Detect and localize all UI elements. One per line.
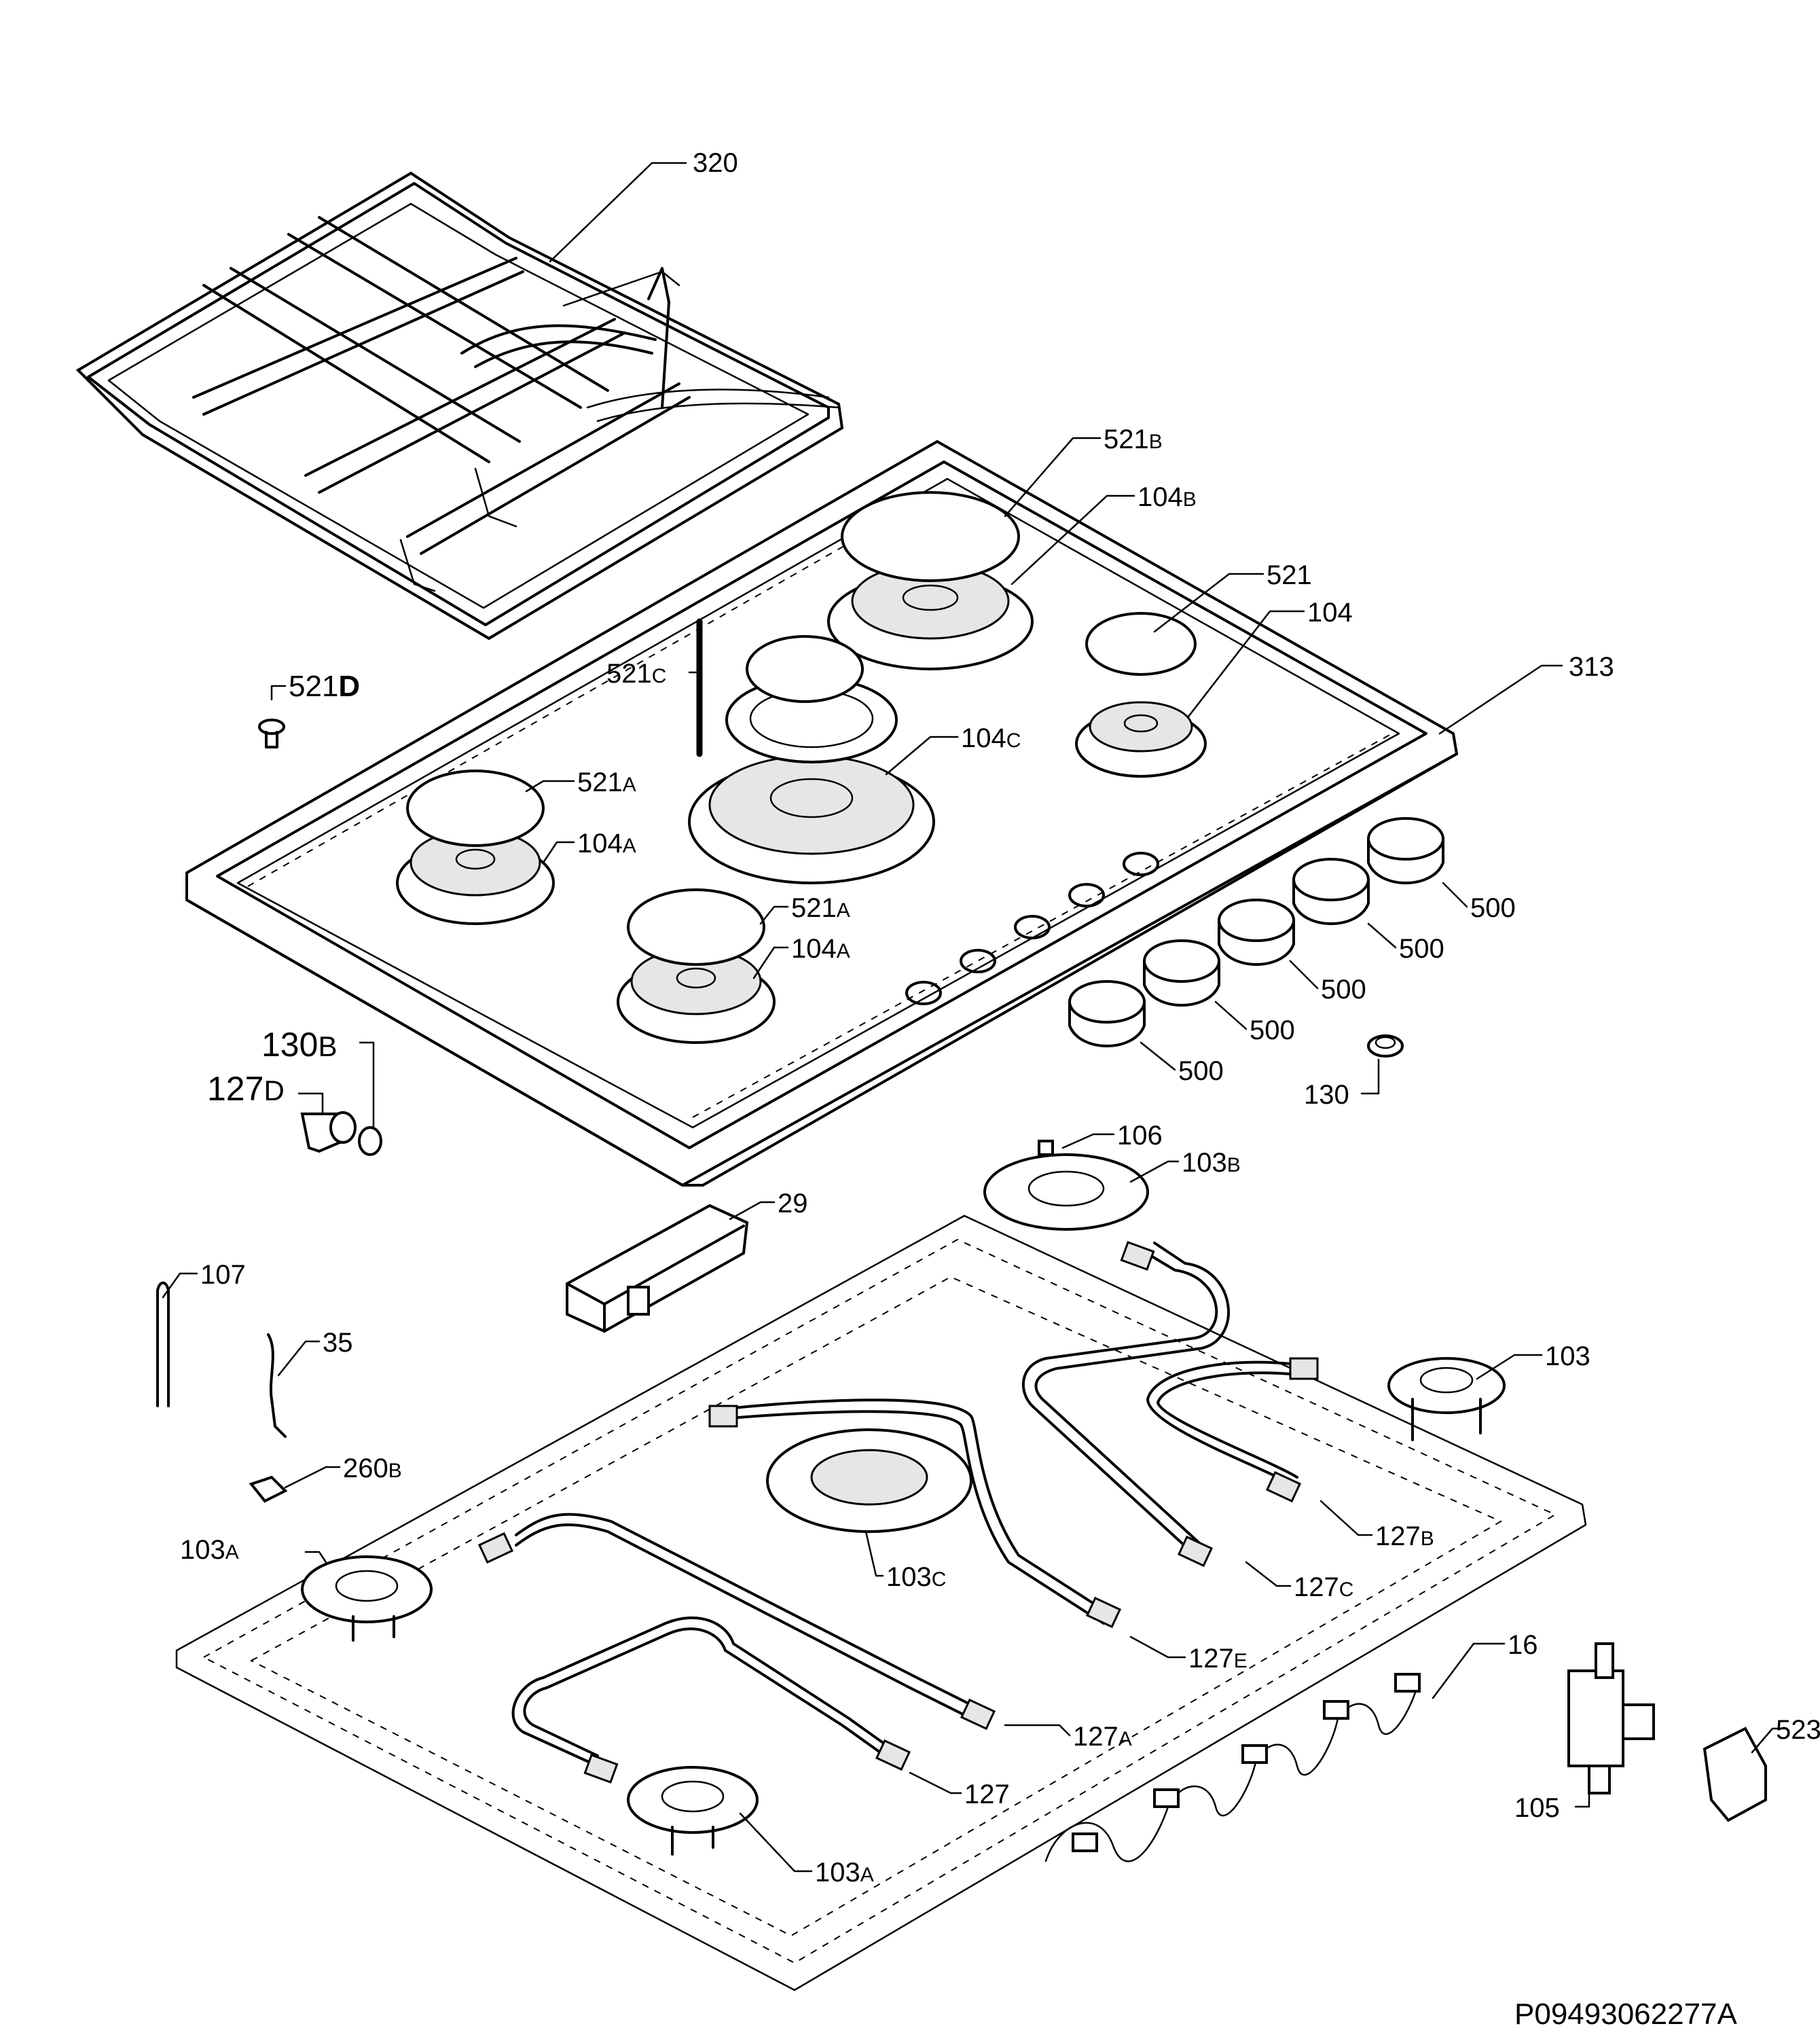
- svg-text:500: 500: [1321, 975, 1366, 1005]
- svg-text:104B: 104B: [1138, 482, 1197, 512]
- thermocouple-107: [156, 1281, 170, 1407]
- svg-text:103C: 103C: [886, 1562, 946, 1592]
- burner-base-103c: [766, 1428, 972, 1533]
- svg-text:127D: 127D: [207, 1070, 285, 1108]
- svg-text:35: 35: [323, 1328, 353, 1358]
- svg-text:521D: 521D: [289, 670, 360, 703]
- svg-text:104: 104: [1307, 598, 1353, 628]
- svg-text:103A: 103A: [180, 1535, 239, 1565]
- svg-text:29: 29: [778, 1189, 808, 1218]
- svg-text:500: 500: [1470, 893, 1516, 923]
- clip-260b: [249, 1475, 288, 1503]
- svg-text:130B: 130B: [261, 1026, 337, 1064]
- svg-text:260B: 260B: [343, 1453, 402, 1483]
- burner-base-103b: [983, 1140, 1149, 1231]
- burner-front-medium: [617, 888, 776, 1044]
- svg-text:521C: 521C: [606, 659, 666, 689]
- electrode-35: [267, 1333, 287, 1438]
- svg-text:106: 106: [1117, 1121, 1163, 1151]
- svg-text:127B: 127B: [1375, 1521, 1434, 1551]
- svg-text:127A: 127A: [1073, 1722, 1132, 1752]
- svg-text:16: 16: [1508, 1630, 1538, 1660]
- burner-center-wok: [688, 635, 935, 884]
- gas-pipes: [477, 1241, 1319, 1784]
- svg-text:521A: 521A: [791, 893, 850, 923]
- svg-text:104C: 104C: [961, 723, 1021, 753]
- seal-ring-130: [1367, 1034, 1404, 1058]
- pan-support-grid: [75, 171, 844, 640]
- label-320-num: 320: [693, 148, 738, 178]
- burner-top-right-large: [827, 491, 1034, 670]
- svg-text:320: 320: [693, 148, 738, 178]
- svg-text:127: 127: [964, 1780, 1010, 1809]
- gas-valve-105: [1567, 1642, 1655, 1794]
- seal-130b: [358, 1126, 382, 1156]
- svg-text:127E: 127E: [1188, 1644, 1248, 1674]
- part-labels: 320 521B 104B 521 104 313 521C 521D 104C…: [180, 148, 1820, 1888]
- ignition-wires: [1044, 1673, 1421, 1862]
- svg-text:523: 523: [1776, 1715, 1820, 1745]
- spark-generator-29: [566, 1204, 749, 1333]
- svg-text:103A: 103A: [815, 1858, 874, 1888]
- svg-text:105: 105: [1514, 1793, 1560, 1823]
- svg-text:500: 500: [1250, 1015, 1295, 1045]
- svg-text:521A: 521A: [577, 767, 636, 797]
- svg-text:104A: 104A: [791, 934, 850, 964]
- svg-text:521: 521: [1267, 560, 1312, 590]
- burner-left-medium: [396, 770, 555, 925]
- screw-521d: [258, 719, 285, 748]
- svg-text:500: 500: [1178, 1056, 1224, 1086]
- knob-holes: [905, 852, 1159, 1005]
- burner-base-103a-left: [301, 1555, 433, 1642]
- drawing-code: P09493062277A: [1514, 1998, 1738, 2031]
- svg-text:103: 103: [1545, 1341, 1590, 1371]
- svg-text:103B: 103B: [1182, 1148, 1241, 1178]
- burner-base-103a-front: [627, 1766, 759, 1856]
- svg-text:521B: 521B: [1104, 425, 1163, 454]
- burner-right-small: [1075, 612, 1207, 778]
- svg-text:130: 130: [1304, 1080, 1349, 1110]
- control-knobs: [1068, 817, 1444, 1047]
- elbow-fitting-127d: [300, 1111, 357, 1153]
- svg-text:313: 313: [1569, 652, 1614, 682]
- hob-base-outline: [175, 1214, 1587, 1991]
- svg-text:127C: 127C: [1294, 1572, 1353, 1602]
- leader-lines: [162, 162, 1787, 1873]
- svg-text:104A: 104A: [577, 829, 636, 859]
- valve-clip-523: [1703, 1727, 1767, 1822]
- svg-text:500: 500: [1399, 934, 1444, 964]
- burner-base-103: [1387, 1357, 1506, 1441]
- svg-text:107: 107: [200, 1260, 246, 1290]
